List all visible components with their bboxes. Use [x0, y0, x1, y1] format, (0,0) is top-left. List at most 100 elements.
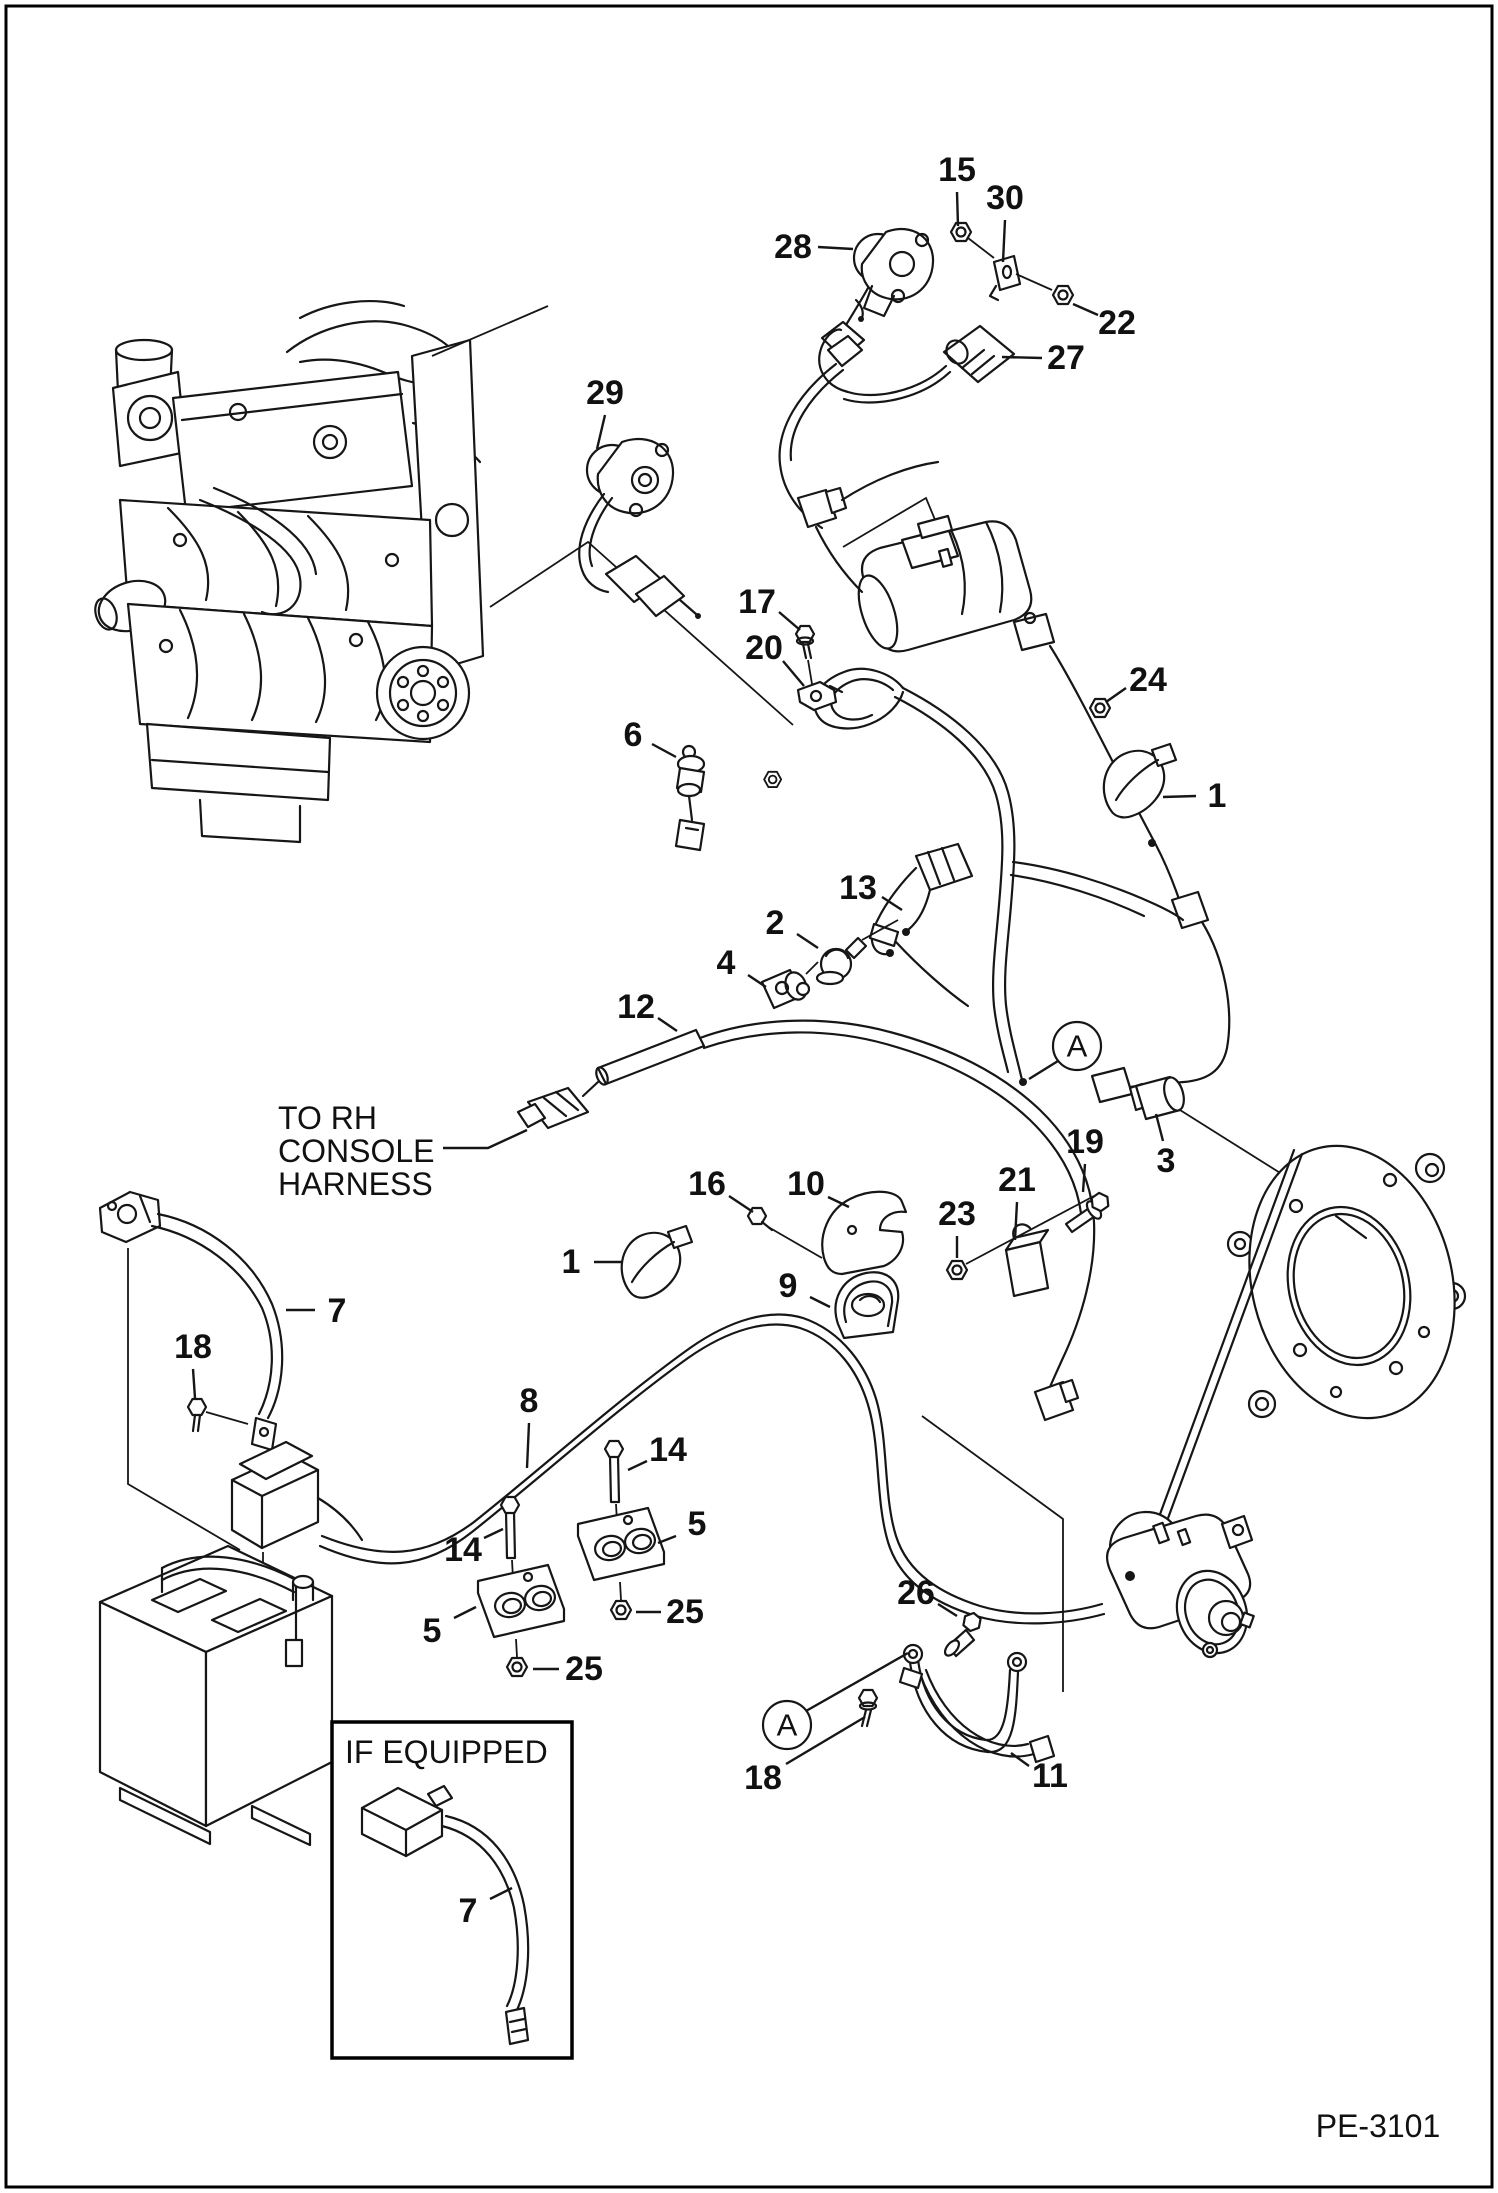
starter-motor — [1106, 1148, 1304, 1659]
callout-number: 16 — [688, 1165, 726, 1203]
view-marker-leader — [1028, 1059, 1059, 1081]
callout-leader — [785, 1715, 866, 1766]
stop-solenoid-28 — [778, 227, 935, 530]
callout-number: 29 — [586, 374, 624, 412]
cable-tie-1-right — [1102, 742, 1178, 819]
pressure-sensor-6 — [674, 744, 706, 852]
sensor-3-assembly — [945, 1066, 1185, 1298]
battery-cable-8 — [318, 1313, 1106, 1625]
callout-leader — [796, 933, 819, 949]
harness-note-line-3: HARNESS — [278, 1166, 433, 1202]
callout-leader — [453, 1605, 477, 1620]
callout-leader — [657, 1534, 677, 1545]
callout-number: 5 — [688, 1505, 707, 1543]
callout-leader — [489, 1886, 513, 1901]
view-marker-letter: A — [777, 1708, 798, 1743]
callout-leader — [191, 1368, 197, 1399]
callout-number: 14 — [444, 1531, 482, 1569]
callout-leader — [955, 191, 960, 227]
callout-number: 30 — [986, 179, 1024, 217]
engine-illustration — [94, 300, 485, 844]
if-equipped-box — [330, 1720, 574, 2060]
callout-number: 24 — [1129, 661, 1167, 699]
callout-number: 3 — [1157, 1142, 1176, 1180]
harness-note-line-1: TO RH — [278, 1100, 377, 1136]
callout-number: 27 — [1047, 339, 1085, 377]
callout-leader — [1105, 687, 1127, 703]
flywheel-plate — [1226, 1144, 1467, 1420]
battery-illustration — [98, 1544, 334, 1847]
callout-number: 25 — [565, 1650, 603, 1688]
callout-leader — [809, 1295, 831, 1309]
callout-leader — [881, 895, 903, 912]
page-border — [4, 4, 1494, 2189]
callout-number: 21 — [998, 1161, 1036, 1199]
harness-boot-connector — [1033, 1378, 1080, 1422]
harness-note-leader — [443, 1128, 528, 1150]
callout-number: 10 — [787, 1165, 825, 1203]
callout-leader — [782, 660, 805, 687]
callout-number: 1 — [1208, 777, 1227, 815]
callout-number: 2 — [766, 904, 785, 942]
callout-leader — [525, 1422, 531, 1469]
callout-number: 18 — [174, 1328, 212, 1366]
callout-number: 19 — [1066, 1123, 1104, 1161]
drawing-number: PE-3101 — [1316, 2108, 1441, 2144]
callout-leader — [1072, 302, 1099, 317]
starter-assembly-upper — [796, 460, 1231, 1092]
callout-leader — [817, 245, 854, 251]
callout-leader — [595, 414, 607, 450]
harness-note: TO RH CONSOLE HARNESS — [278, 1100, 528, 1202]
callout-leader — [728, 1195, 754, 1213]
view-marker-letter: A — [1067, 1029, 1088, 1064]
harness-note-line-2: CONSOLE — [278, 1133, 434, 1169]
bracket-10-cover-9 — [746, 1190, 908, 1340]
cable-12 — [516, 1019, 1096, 1400]
callout-leader — [1001, 355, 1043, 360]
view-marker-circle — [1051, 1020, 1103, 1072]
callout-number: 6 — [624, 716, 643, 754]
fuel-solenoid-29 — [578, 437, 701, 619]
if-equipped-inset: IF EQUIPPED — [330, 1720, 574, 2060]
view-marker-circle — [761, 1699, 813, 1751]
callout-number: 11 — [1032, 1757, 1068, 1795]
callout-number: 8 — [520, 1382, 539, 1420]
callout-number: 12 — [617, 988, 655, 1026]
clamp-blocks-5 — [476, 1439, 666, 1678]
nut-13 — [763, 770, 783, 789]
callout-number: 1 — [562, 1243, 581, 1281]
callout-number: 25 — [666, 1593, 704, 1631]
main-wire-harness — [813, 667, 1185, 1086]
callout-number: 13 — [839, 869, 877, 907]
callout-leader — [747, 974, 767, 988]
callout-leader — [827, 1195, 850, 1209]
callout-number: 14 — [649, 1431, 687, 1469]
battery-cable-7 — [98, 1190, 364, 1628]
callout-leader — [778, 611, 801, 631]
callout-number: 7 — [328, 1292, 347, 1330]
callout-number: 26 — [897, 1574, 935, 1612]
connector-27 — [818, 324, 1016, 404]
callout-leader — [627, 1459, 648, 1472]
if-equipped-label: IF EQUIPPED — [345, 1734, 548, 1770]
callout-number: 23 — [938, 1195, 976, 1233]
callout-leader — [651, 742, 677, 759]
callout-number: 15 — [938, 151, 976, 189]
callout-number: 18 — [744, 1759, 782, 1797]
callout-number: 28 — [774, 228, 812, 266]
callout-leader — [657, 1017, 678, 1032]
fitting-4 — [760, 961, 819, 1010]
ground-strap-11 — [857, 1608, 1056, 1764]
callout-number: 9 — [779, 1267, 798, 1305]
cable-tie-1-left — [620, 1224, 694, 1299]
bolt-17-clamp-20 — [794, 624, 844, 712]
callout-number: 7 — [459, 1892, 478, 1930]
callout-number: 22 — [1098, 304, 1136, 342]
callout-leader — [1154, 1113, 1165, 1142]
callout-leaders — [191, 191, 1197, 1901]
callout-number: 20 — [745, 629, 783, 667]
callout-leader — [1001, 219, 1007, 263]
callout-number: 17 — [738, 583, 776, 621]
